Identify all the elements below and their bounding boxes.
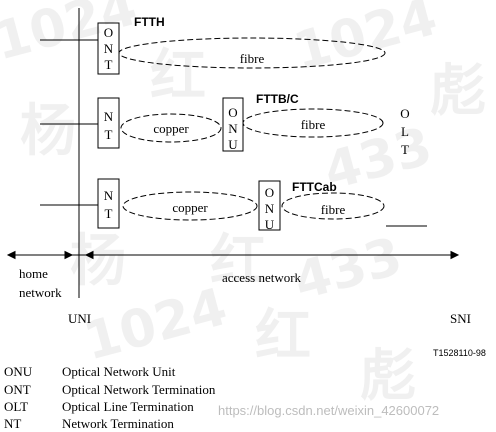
onu-letter: U — [228, 137, 238, 152]
watermark-mark: 红 — [255, 304, 311, 369]
abbreviation-legend: ONU Optical Network Unit ONT Optical Net… — [4, 364, 216, 431]
nt-letter: N — [104, 188, 114, 203]
fibre-link — [118, 37, 386, 69]
legend-text: Optical Line Termination — [62, 399, 194, 414]
watermark-mark: 1024 — [288, 0, 443, 83]
ftth-title: FTTH — [134, 15, 165, 29]
copper-link — [122, 191, 258, 221]
ont-letter: N — [104, 41, 114, 56]
fibre-link — [281, 192, 385, 220]
watermark-mark: 杨 — [20, 99, 76, 164]
onu-letter: O — [265, 185, 274, 200]
legend-text: Optical Network Unit — [62, 364, 176, 379]
nt-letter: T — [105, 127, 113, 142]
fibre-label: fibre — [321, 202, 346, 217]
copper-link — [120, 113, 222, 143]
arrowhead-left-icon — [64, 250, 74, 260]
watermark-mark: 彪 — [360, 344, 416, 409]
nt-box — [97, 97, 120, 149]
fttcab-title: FTTCab — [292, 180, 337, 194]
legend-text: Optical Network Termination — [62, 382, 216, 397]
watermark-url: https://blog.csdn.net/weixin_42600072 — [218, 403, 439, 418]
nt-letter: N — [104, 109, 114, 124]
onu-letter: U — [265, 217, 275, 232]
home-network-label: home — [19, 266, 48, 281]
watermark-mark: 杨 — [70, 229, 126, 294]
onu-letter: O — [228, 105, 237, 120]
ont-box — [97, 22, 120, 75]
arrowhead-left-icon — [6, 250, 16, 260]
olt-letter: L — [401, 124, 409, 139]
fibre-label: fibre — [240, 51, 265, 66]
onu-letter: N — [228, 121, 238, 136]
fibre-link — [242, 108, 384, 138]
olt-letter: O — [400, 106, 409, 121]
onu-letter: N — [265, 201, 275, 216]
fibre-label: fibre — [301, 117, 326, 132]
watermark-mark: 红 — [210, 229, 266, 294]
nt-box — [97, 178, 120, 229]
legend-abbr: OLT — [4, 399, 28, 414]
access-network-label: access network — [222, 270, 302, 285]
arrowhead-right-icon — [84, 250, 94, 260]
figure-id: T1528110-98 — [433, 348, 486, 358]
legend-text: Network Termination — [62, 416, 174, 431]
ont-letter: T — [105, 57, 113, 72]
legend-abbr: ONT — [4, 382, 31, 397]
onu-box — [258, 180, 281, 231]
watermark-mark: 433 — [288, 227, 408, 313]
fttb-title: FTTB/C — [256, 92, 299, 106]
sni-label: SNI — [450, 311, 471, 326]
nt-letter: T — [105, 206, 113, 221]
watermark-mark: 红 — [150, 44, 206, 109]
copper-label: copper — [172, 200, 208, 215]
arrowhead-right-icon — [450, 250, 460, 260]
legend-abbr: ONU — [4, 364, 33, 379]
uni-label: UNI — [68, 311, 91, 326]
olt-letter: T — [401, 142, 409, 157]
home-network-label: network — [19, 285, 62, 300]
legend-abbr: NT — [4, 416, 21, 431]
watermark-mark: 1024 — [0, 0, 143, 73]
ont-letter: O — [104, 25, 113, 40]
copper-label: copper — [153, 121, 189, 136]
watermark-mark: 彪 — [430, 59, 486, 124]
